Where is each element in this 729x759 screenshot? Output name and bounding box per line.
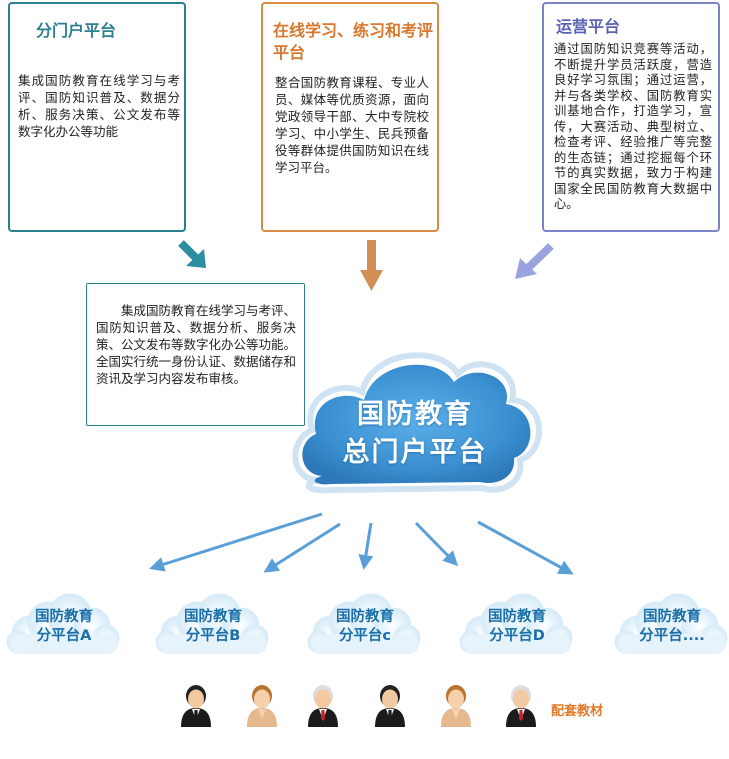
sub-cloud-c (307, 593, 421, 654)
arrow-to-sub-d (414, 521, 459, 567)
sub-cloud-group (6, 593, 728, 654)
main-platform-label: 国防教育 总门户平台 (315, 396, 515, 472)
supporting-materials-label: 配套教材 (551, 704, 604, 719)
sub-platform-d-line2: 分平台D (489, 628, 545, 644)
sub-platform-more-label: 国防教育 分平台.... (617, 608, 727, 646)
sub-platform-a-line2: 分平台A (36, 628, 92, 644)
sub-platform-c-label: 国防教育 分平台c (310, 608, 420, 646)
sub-platform-c-line2: 分平台c (338, 628, 392, 644)
sub-platform-c-line1: 国防教育 (336, 609, 394, 625)
sub-cloud-a (6, 593, 120, 654)
main-cloud (292, 352, 543, 494)
main-platform-line1: 国防教育 (357, 399, 473, 430)
main-platform-info-box: 集成国防教育在线学习与考评、国防知识普及、数据分析、服务决策、公文发布等数字化办… (86, 283, 305, 426)
operations-box: 运营平台 通过国防知识竞赛等活动，不断提升学员活跃度，营造良好学习氛围；通过运营… (542, 2, 720, 232)
sub-platform-d-label: 国防教育 分平台D (462, 608, 572, 646)
online-learning-title: 在线学习、练习和考评平台 (273, 21, 434, 62)
sub-cloud-more (614, 593, 728, 654)
male-user-icon (375, 685, 405, 727)
female-user-icon (441, 685, 471, 727)
female-user-icon (247, 685, 277, 727)
arrow-to-sub-a (149, 512, 323, 572)
arrow-mid-to-center (360, 240, 383, 291)
arrow-right-to-center (515, 243, 554, 279)
distribution-arrows (149, 512, 574, 575)
online-learning-box: 在线学习、练习和考评平台 整合国防教育课程、专业人员、媒体等优质资源，面向党政领… (261, 2, 439, 232)
elder-user-icon (506, 685, 536, 727)
people-row (181, 685, 536, 727)
sub-platform-a-label: 国防教育 分平台A (9, 608, 119, 646)
sub-platform-a-line1: 国防教育 (35, 609, 93, 625)
elder-user-icon (308, 685, 338, 727)
arrow-to-sub-c (358, 522, 374, 570)
sub-platform-b-line1: 国防教育 (184, 609, 242, 625)
sub-platform-b-line2: 分平台B (185, 628, 241, 644)
arrow-to-sub-more (477, 520, 574, 575)
sub-portal-box: 分门户平台 集成国防教育在线学习与考评、国防知识普及、数据分析、服务决策、公文发… (8, 2, 186, 232)
main-platform-info-text: 集成国防教育在线学习与考评、国防知识普及、数据分析、服务决策、公文发布等数字化办… (96, 303, 297, 386)
arrow-to-sub-b (263, 522, 341, 573)
online-learning-text: 整合国防教育课程、专业人员、媒体等优质资源，面向党政领导干部、大中专院校学习、中… (275, 75, 429, 175)
main-platform-line2: 总门户平台 (342, 437, 488, 468)
sub-cloud-b (155, 593, 269, 654)
sub-platform-b-label: 国防教育 分平台B (158, 608, 268, 646)
male-user-icon (181, 685, 211, 727)
operations-text: 通过国防知识竞赛等活动，不断提升学员活跃度，营造良好学习氛围；通过运营，并与各类… (554, 42, 712, 211)
sub-platform-more-line2: 分平台.... (639, 628, 705, 644)
sub-platform-more-line1: 国防教育 (643, 609, 701, 625)
sub-cloud-d (459, 593, 573, 654)
arrow-left-to-center (178, 240, 206, 268)
sub-portal-text: 集成国防教育在线学习与考评、国防知识普及、数据分析、服务决策、公文发布等数字化办… (18, 73, 180, 139)
sub-platform-d-line1: 国防教育 (488, 609, 546, 625)
sub-portal-title: 分门户平台 (36, 21, 117, 40)
operations-title: 运营平台 (556, 17, 621, 36)
